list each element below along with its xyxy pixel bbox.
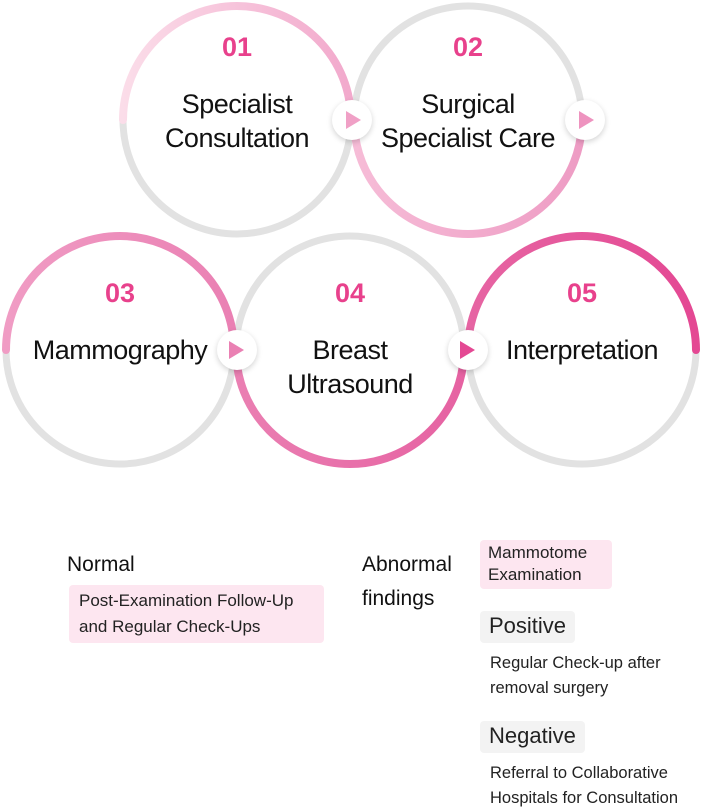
step-title: Surgical Specialist Care xyxy=(380,89,556,153)
next-arrow-button[interactable] xyxy=(332,100,372,140)
play-triangle-icon xyxy=(229,341,244,359)
progress-arc-2 xyxy=(350,116,586,238)
normal-label: Normal xyxy=(67,553,135,576)
step-title: Breast Ultrasound xyxy=(287,335,413,399)
step-title: Interpretation xyxy=(505,335,659,365)
play-triangle-icon xyxy=(346,111,361,129)
step-number: 02 xyxy=(452,32,484,62)
step-title: Specialist Consultation xyxy=(164,89,310,153)
step-number: 04 xyxy=(334,278,366,308)
progress-arc-1 xyxy=(119,2,355,124)
negative-badge: Negative xyxy=(480,721,585,753)
abnormal-label: Abnormal findings xyxy=(362,553,452,610)
circles-graphic xyxy=(2,2,700,468)
step-title: Mammography xyxy=(32,335,208,365)
progress-arc-4 xyxy=(232,346,468,468)
step-number: 03 xyxy=(104,278,136,308)
step-number: 05 xyxy=(566,278,598,308)
positive-action: Regular Check-up after removal surgery xyxy=(490,654,661,697)
negative-action: Referral to Collaborative Hospitals for … xyxy=(490,764,679,807)
positive-badge: Positive xyxy=(480,611,576,643)
normal-action-box: Post-Examination Follow-Up and Regular C… xyxy=(69,585,324,643)
progress-arc-5 xyxy=(464,232,700,354)
play-triangle-icon xyxy=(460,341,475,359)
mammotome-exam-box: Mammotome Examination xyxy=(480,540,612,589)
next-arrow-button[interactable] xyxy=(448,330,488,370)
progress-arc-3 xyxy=(2,232,238,354)
play-triangle-icon xyxy=(579,111,594,129)
next-arrow-button[interactable] xyxy=(217,330,257,370)
step-number: 01 xyxy=(221,32,253,62)
next-arrow-button[interactable] xyxy=(565,100,605,140)
